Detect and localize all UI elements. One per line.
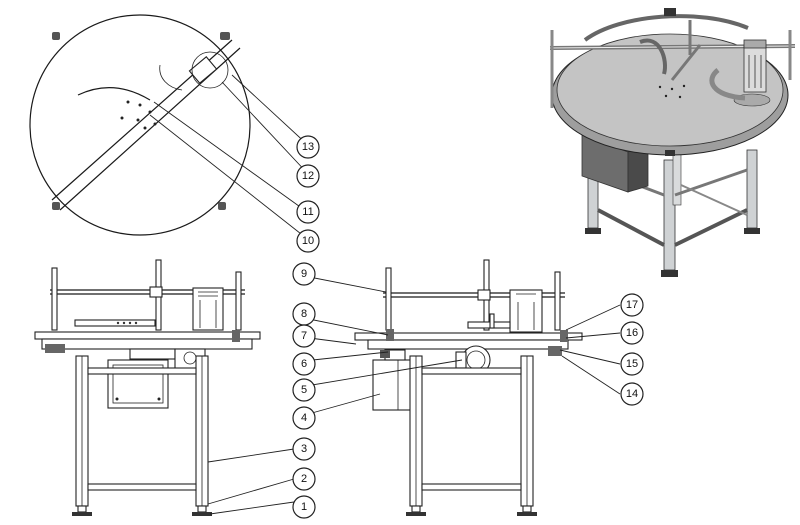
iso-motor-box — [581, 134, 649, 193]
callout-6: 6 — [292, 352, 316, 376]
iso-sensor-tower — [733, 39, 771, 107]
callout-14: 14 — [620, 382, 644, 406]
top-view-center-holes — [120, 100, 157, 130]
callout-3: 3 — [292, 437, 316, 461]
callout-label: 14 — [626, 388, 638, 400]
isometric-view — [549, 8, 796, 277]
callout-15: 15 — [620, 352, 644, 376]
callout-1: 1 — [292, 495, 316, 519]
callout-label: 1 — [301, 501, 307, 513]
top-view-curved-guide-2 — [159, 64, 183, 91]
callout-9: 9 — [292, 262, 316, 286]
callout-label: 17 — [626, 299, 638, 311]
front-view-left — [34, 259, 261, 516]
top-view-sensor-block — [188, 56, 218, 84]
iso-deflector — [709, 68, 746, 101]
callout-label: 16 — [626, 327, 638, 339]
top-view-curved-guide — [77, 87, 151, 101]
callout-label: 7 — [301, 330, 307, 342]
iso-table-top — [556, 33, 784, 147]
callout-label: 3 — [301, 443, 307, 455]
callout-7: 7 — [292, 324, 316, 348]
callout-16: 16 — [620, 321, 644, 345]
callout-17: 17 — [620, 293, 644, 317]
iso-rear-guide — [583, 14, 749, 42]
callout-8: 8 — [292, 302, 316, 326]
callout-label: 5 — [301, 384, 307, 396]
top-view-clamp-sw — [52, 202, 60, 210]
callout-label: 4 — [301, 412, 307, 424]
callout-label: 13 — [302, 141, 314, 153]
top-view — [29, 14, 251, 236]
callout-label: 9 — [301, 268, 307, 280]
callout-2: 2 — [292, 467, 316, 491]
callout-13: 13 — [296, 135, 320, 159]
callout-11: 11 — [296, 200, 320, 224]
front-view-right — [354, 259, 583, 516]
callout-4: 4 — [292, 406, 316, 430]
callout-5: 5 — [292, 378, 316, 402]
callout-label: 8 — [301, 308, 307, 320]
callout-label: 6 — [301, 358, 307, 370]
callout-label: 15 — [626, 358, 638, 370]
top-view-clamp-se — [218, 202, 226, 210]
callout-label: 11 — [302, 206, 313, 218]
top-view-sensor-detail-circle — [191, 51, 229, 89]
callout-label: 2 — [301, 473, 307, 485]
callout-12: 12 — [296, 164, 320, 188]
callout-label: 10 — [302, 235, 314, 247]
callout-10: 10 — [296, 229, 320, 253]
top-view-clamp-nw — [52, 32, 60, 40]
callout-label: 12 — [302, 170, 314, 182]
top-view-clamp-ne — [220, 32, 230, 40]
top-view-table-circle — [29, 14, 251, 236]
